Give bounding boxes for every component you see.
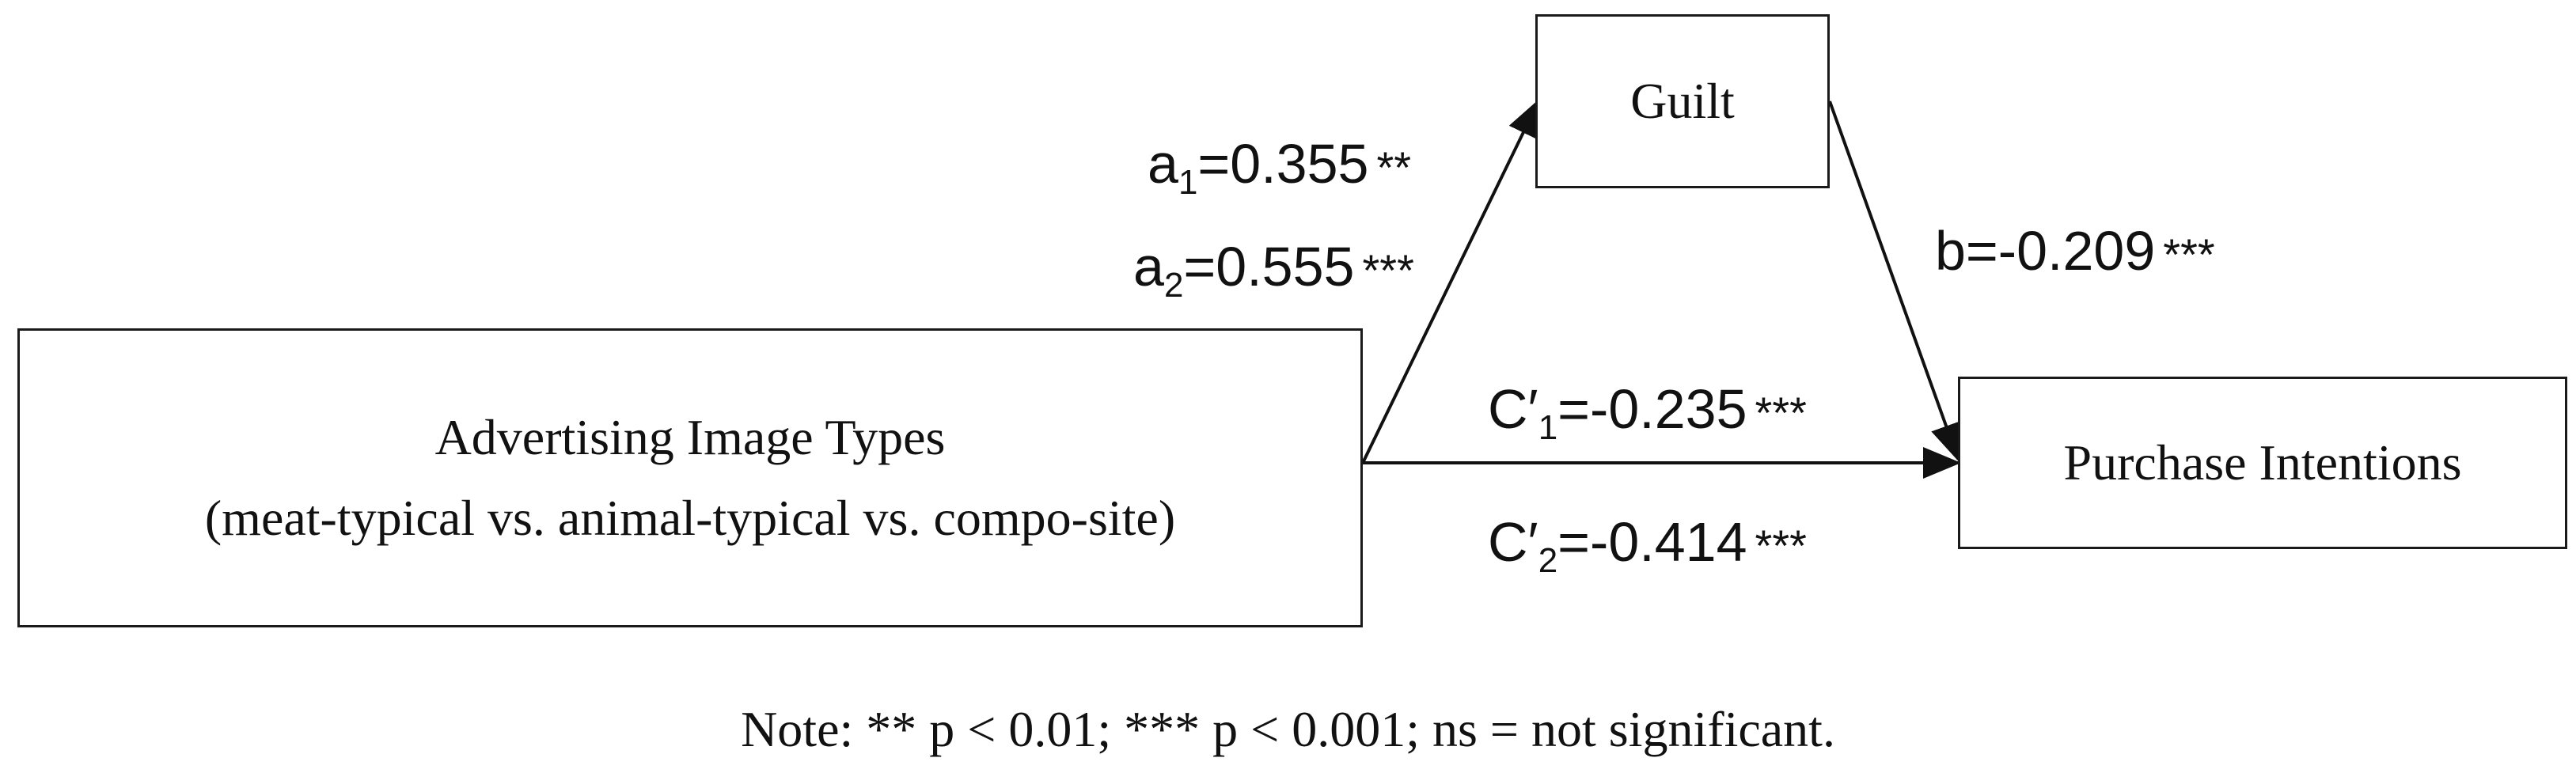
path-a1-label: a1=0.355**: [1148, 133, 1412, 202]
advertising-image-types-box: Advertising Image Types (meat-typical vs…: [17, 328, 1363, 627]
purchase-intentions-box: Purchase Intentions: [1958, 377, 2567, 549]
purchase-label: Purchase Intentions: [2063, 434, 2462, 491]
arrow-adv-to-guilt: [1361, 98, 1540, 464]
arrow-guilt-to-purchase: [1828, 100, 1961, 462]
path-c1-label: C′1=-0.235***: [1488, 378, 1807, 447]
guilt-label: Guilt: [1630, 73, 1735, 129]
path-a2-label: a2=0.555***: [1133, 236, 1414, 305]
significance-note: Note: ** p < 0.01; *** p < 0.001; ns = n…: [741, 701, 1835, 757]
guilt-box: Guilt: [1535, 14, 1830, 188]
advertising-title: Advertising Image Types: [434, 408, 946, 465]
advertising-subtitle: (meat-typical vs. animal-typical vs. com…: [204, 490, 1176, 546]
path-c2-label: C′2=-0.414***: [1488, 511, 1807, 580]
path-b-label: b=-0.209***: [1935, 220, 2215, 282]
